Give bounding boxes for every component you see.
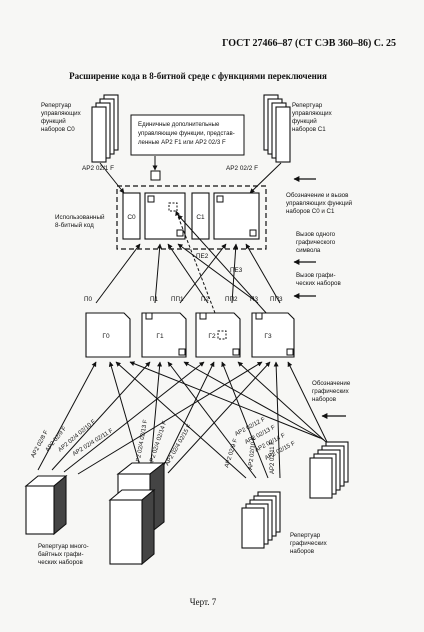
- c0-label: С0: [127, 214, 136, 221]
- multibyte-repertoire-left: [24, 474, 68, 536]
- single-functions-box: [130, 114, 245, 156]
- graphic-repertoire-stack-1: [241, 491, 281, 549]
- invoke-sets-label: Вызов графи- ческих наборов: [296, 272, 341, 287]
- svg-text:Г0: Г0: [102, 333, 110, 340]
- seq-mid2-2: АР2 02/11 F: [270, 441, 276, 474]
- pp2-label: ПП2: [225, 296, 238, 303]
- single-functions-text: Единичные дополнительные управляющие фун…: [138, 121, 236, 146]
- seq-mid2-1: АР2 02/10 F: [248, 436, 257, 470]
- seq-mid-1: АР2 02/4 02/14 F: [148, 420, 168, 467]
- designate-c0-seq: АР2 02/1 F: [82, 165, 114, 172]
- c1-repertoire-stack: [263, 94, 291, 163]
- c1-label: С1: [196, 214, 205, 221]
- pp3-label: ПП3: [270, 296, 283, 303]
- designate-c1-seq: АР2 02/2 F: [226, 165, 258, 172]
- seq-left-0: АР2 02/8 F: [30, 429, 50, 459]
- g3-box: Г3: [251, 312, 295, 358]
- used-8bit-code-box: [116, 185, 267, 250]
- designate-graphic-label: Обозначение графических наборов: [312, 380, 352, 403]
- c0-repertoire-label: Репертуар управляющих функций наборов С0: [41, 102, 82, 133]
- c0-repertoire-stack: [91, 94, 119, 163]
- page-header: ГОСТ 27466–87 (СТ СЭВ 360–86) С. 25: [222, 38, 396, 49]
- diagram-title: Расширение кода в 8-битной среде с функц…: [69, 71, 327, 81]
- seq-mid-0: АР2 02/4 02/13 F: [135, 419, 149, 466]
- graphic-repertoire-stack-2: [309, 441, 349, 499]
- svg-text:Г1: Г1: [156, 333, 164, 340]
- invoke-single-label: Вызов одного графического символа: [296, 231, 337, 254]
- c1-area: [191, 192, 210, 240]
- p1-label: П1: [150, 296, 159, 303]
- designation-note: Обозначение и вызов управляющих функций …: [286, 192, 354, 215]
- svg-text:Г2: Г2: [208, 333, 216, 340]
- pp1-label: ПП1: [171, 296, 184, 303]
- pe2-label: ПЕ2: [196, 253, 209, 260]
- p2-label: П2: [201, 296, 210, 303]
- figure-caption: Черт. 7: [190, 597, 217, 607]
- multibyte-repertoire-label: Репертуар много- байтных графи- ческих н…: [38, 543, 90, 566]
- g1-box: Г1: [141, 312, 187, 358]
- c1-repertoire-label: Репертуар управляющих функций наборов С1: [292, 102, 333, 133]
- svg-text:Г3: Г3: [264, 333, 272, 340]
- single-function-small-box: [150, 170, 161, 181]
- p0-label: П0: [84, 296, 93, 303]
- g0-box: Г0: [85, 312, 131, 358]
- pe3-label: ПЕ3: [230, 267, 243, 274]
- invoke-arrows: [95, 210, 281, 316]
- used-code-label: Использованный 8-битный код: [55, 213, 106, 229]
- multibyte-repertoire-right: [108, 461, 166, 566]
- graphic-repertoire-label: Репертуар графических наборов: [290, 532, 328, 555]
- designation-arrows: [37, 361, 329, 479]
- p3-label: П3: [250, 296, 259, 303]
- g2-box: Г2: [195, 312, 241, 358]
- c0-area: [122, 192, 141, 240]
